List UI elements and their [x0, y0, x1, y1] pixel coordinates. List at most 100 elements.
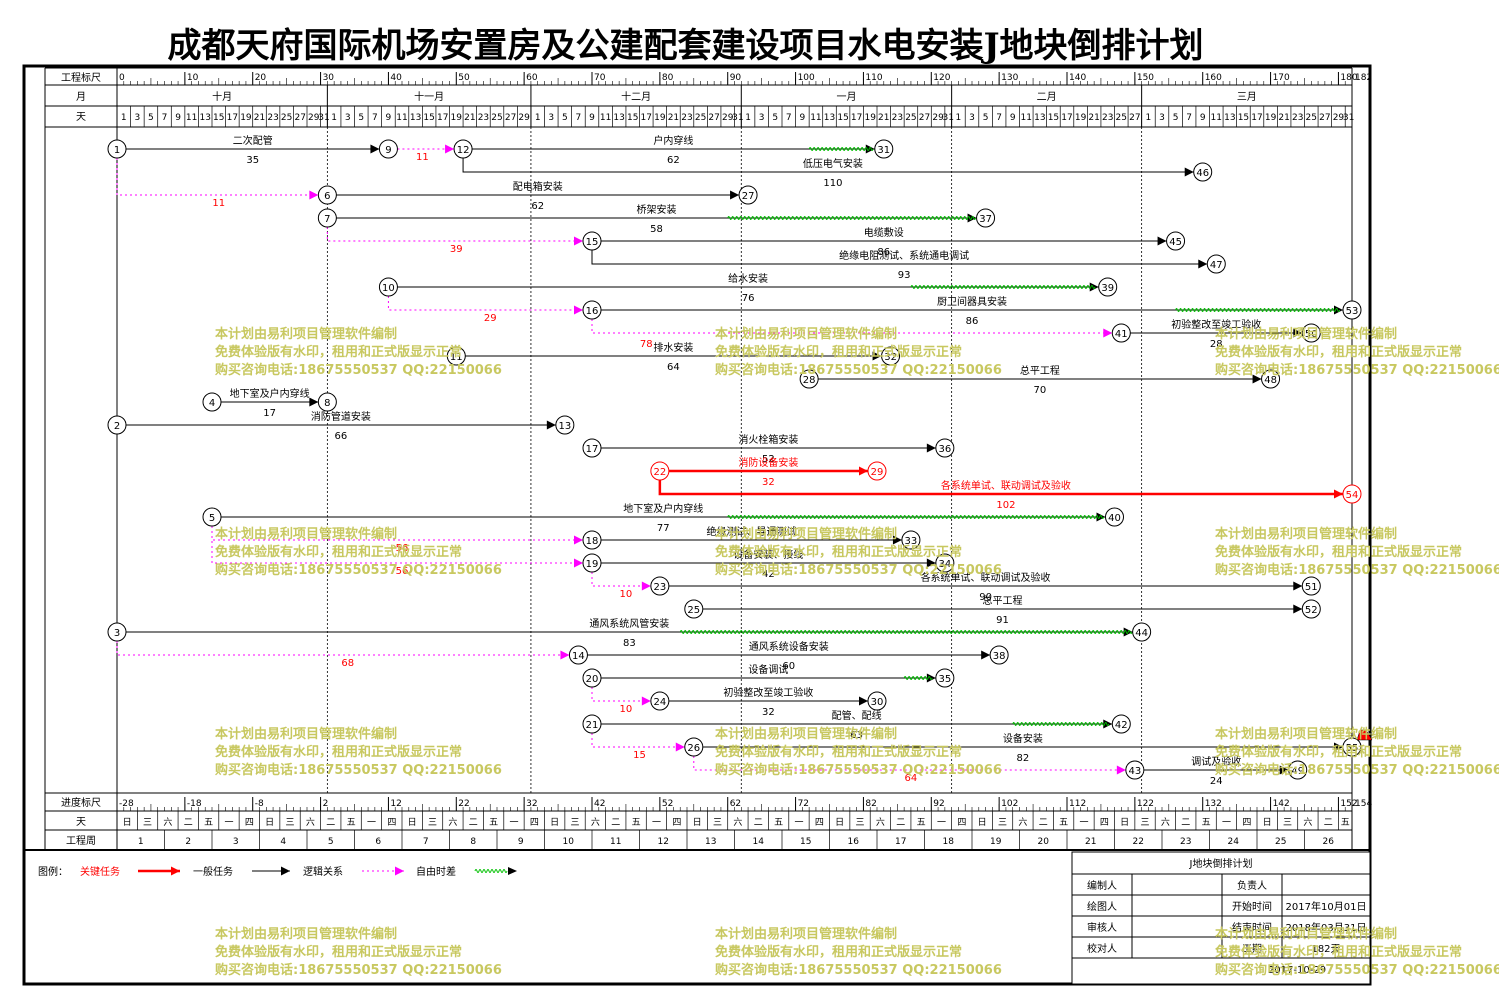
- node-31: [874, 139, 894, 159]
- node-label-40: 40: [1108, 513, 1121, 524]
- day-number: 15: [1238, 113, 1249, 123]
- day-label: 天: [76, 112, 86, 123]
- float-value: 56: [396, 543, 409, 554]
- node-12: [453, 139, 473, 159]
- watermark-line3: 购买咨询电话:18675550537 QQ:22150066: [215, 762, 502, 778]
- node-45: [1166, 231, 1186, 251]
- node-label-36: 36: [938, 444, 951, 455]
- task-duration-t05: 58: [650, 224, 663, 235]
- legend-logic: 逻辑关系: [303, 865, 343, 878]
- day-number: 23: [1102, 113, 1113, 123]
- day-number: 19: [654, 113, 666, 123]
- day-number: 15: [627, 113, 638, 123]
- day-number: 17: [1251, 113, 1262, 123]
- weekday-name: 二: [469, 818, 478, 828]
- day-number: 15: [213, 113, 224, 123]
- node-49: [1288, 760, 1308, 780]
- float-dependency: [116, 158, 319, 200]
- node-label-8: 8: [324, 398, 330, 409]
- ruler-tick-label: 120: [933, 73, 950, 83]
- week-number: 10: [563, 837, 575, 847]
- task-name-t29: 调试及验收: [1191, 755, 1241, 768]
- day-number: 17: [851, 113, 862, 123]
- ruler-tick-label: 30: [323, 73, 335, 83]
- node-7: [317, 208, 337, 228]
- day-number: 13: [613, 113, 624, 123]
- node-13: [555, 415, 575, 435]
- day-number: 3: [969, 113, 975, 123]
- task-name-t18: 地下室及户内穿线: [623, 502, 703, 515]
- weekday-name: 六: [733, 816, 742, 828]
- watermark-line1: 本计划由易利项目管理软件编制: [215, 526, 397, 542]
- day-number: 11: [1211, 113, 1222, 123]
- node-label-26: 26: [687, 743, 700, 754]
- task-name-t22: 总平工程: [983, 594, 1023, 607]
- node-label-28: 28: [803, 375, 816, 386]
- watermark-line2: 免费体验版有水印，租用和正式版显示正常: [215, 744, 462, 760]
- node-17: [582, 438, 602, 458]
- node-label-42: 42: [1115, 720, 1128, 731]
- node-label-9: 9: [385, 145, 391, 156]
- node-8: [317, 392, 337, 412]
- free-float-wave: [727, 216, 977, 220]
- info-box-title: J地块倒排计划: [1189, 857, 1253, 870]
- day-number: 7: [576, 113, 582, 123]
- watermark-line1: 本计划由易利项目管理软件编制: [715, 326, 897, 342]
- watermark-line2: 免费体验版有水印，租用和正式版显示正常: [715, 544, 962, 560]
- progress-tick-label: 62: [730, 799, 741, 809]
- info-label: 开始时间: [1232, 900, 1272, 913]
- day-number: 9: [386, 113, 392, 123]
- day-number: 31: [732, 113, 743, 123]
- progress-tick-label: 92: [933, 799, 944, 809]
- ruler-tick-label: 160: [1205, 73, 1222, 83]
- week-number: 17: [895, 837, 906, 847]
- watermark-line1: 本计划由易利项目管理软件编制: [1215, 726, 1397, 742]
- node-20: [582, 668, 602, 688]
- weekday-name: 日: [123, 817, 132, 828]
- weekday-name: 四: [1100, 818, 1109, 828]
- node-label-16: 16: [586, 306, 599, 317]
- weekday-name: 日: [1120, 817, 1129, 828]
- progress-tick-label: 132: [1205, 799, 1222, 809]
- task-name-t01: 二次配管: [233, 134, 273, 147]
- node-48: [1261, 369, 1281, 389]
- node-54: [1342, 484, 1362, 504]
- ruler-tick-label: 10: [187, 73, 199, 83]
- info-value: 2018年03月31日: [1286, 921, 1367, 934]
- node-43: [1125, 760, 1145, 780]
- day-number: 21: [1088, 113, 1099, 123]
- ruler-tick-label: 170: [1273, 73, 1290, 83]
- node-41: [1111, 323, 1131, 343]
- weekday-name: 二: [1324, 818, 1333, 828]
- day-number: 31: [1343, 113, 1354, 123]
- weekday-name: 六: [163, 816, 172, 828]
- legend-wave-arrow: [508, 867, 517, 875]
- node-label-11: 11: [450, 352, 463, 363]
- task-name-t03: 低压电气安装: [803, 157, 863, 170]
- day-number: 29: [722, 113, 734, 123]
- task-duration-t09: 86: [966, 316, 979, 327]
- node-label-14: 14: [572, 651, 585, 662]
- task-duration-t17: 102: [996, 500, 1015, 511]
- watermark-line3: 购买咨询电话:18675550537 QQ:22150066: [1215, 962, 1499, 978]
- day-number: 21: [254, 113, 265, 123]
- node-label-18: 18: [586, 536, 599, 547]
- node-34: [935, 553, 955, 573]
- day-number: 15: [423, 113, 434, 123]
- node-label-3: 3: [114, 628, 120, 639]
- info-label: 编制人: [1087, 879, 1117, 892]
- day-number: 25: [491, 113, 502, 123]
- day-number: 5: [562, 113, 568, 123]
- day-number: 17: [641, 113, 652, 123]
- float-dependency: [591, 733, 685, 752]
- legend-title: 图例：: [38, 865, 68, 878]
- weekday-name: 日: [408, 817, 417, 828]
- float-value: 11: [212, 198, 225, 209]
- watermark-line3: 购买咨询电话:18675550537 QQ:22150066: [715, 562, 1002, 578]
- day-number: 7: [996, 113, 1002, 123]
- task-duration-t26: 32: [762, 707, 775, 718]
- day-number: 3: [759, 113, 765, 123]
- task-duration-t18: 77: [657, 523, 670, 534]
- task-name-t12: 总平工程: [1020, 364, 1060, 377]
- month-name: 十一月: [414, 90, 444, 103]
